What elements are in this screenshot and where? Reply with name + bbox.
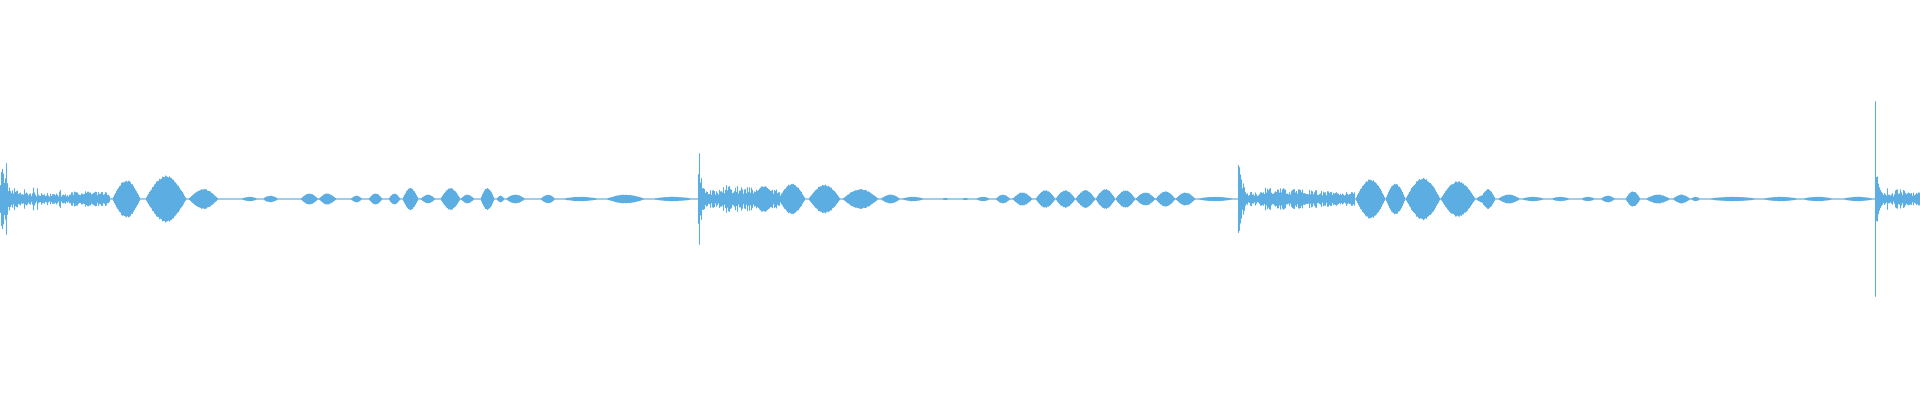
waveform-bars (0, 101, 1920, 297)
